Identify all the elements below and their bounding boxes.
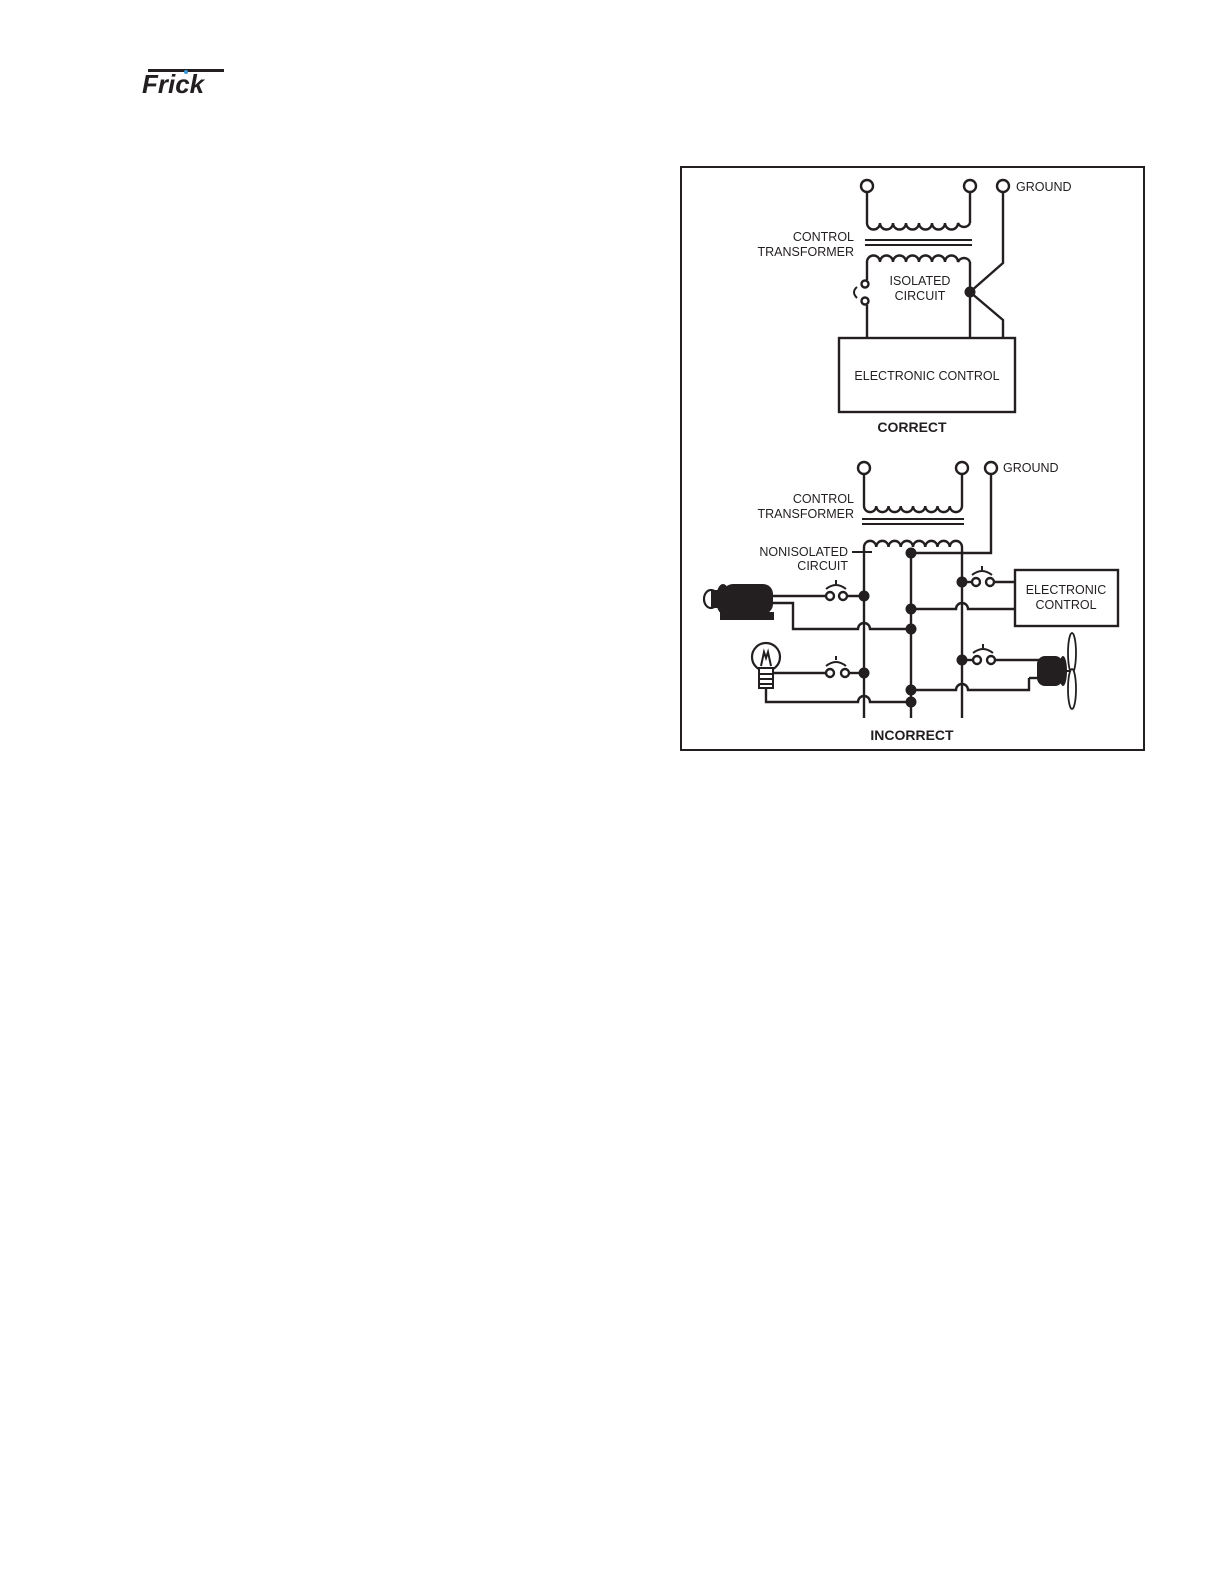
terminal-icon: [861, 180, 873, 192]
circuit-label-line1: NONISOLATED: [759, 545, 848, 559]
junction-dot: [859, 591, 870, 602]
logo-text: Frick: [142, 69, 206, 99]
electronic-control-label-line2: CONTROL: [1035, 598, 1096, 612]
logo-dot: [184, 70, 188, 74]
junction-dot: [906, 548, 917, 559]
junction-dot: [906, 697, 917, 708]
transformer-label-line2: TRANSFORMER: [757, 245, 854, 259]
circuit-label-line2: CIRCUIT: [895, 289, 946, 303]
ground-label: GROUND: [1003, 461, 1059, 475]
frick-logo-mark: Frick: [140, 64, 230, 100]
circuit-label-line1: ISOLATED: [890, 274, 951, 288]
electronic-control-label: ELECTRONIC CONTROL: [854, 369, 999, 383]
terminal-icon: [858, 462, 870, 474]
transformer-label-line2: TRANSFORMER: [757, 507, 854, 521]
transformer-label-line1: CONTROL: [793, 230, 854, 244]
incorrect-caption: INCORRECT: [870, 727, 954, 743]
terminal-icon: [964, 180, 976, 192]
terminal-icon: [956, 462, 968, 474]
electronic-control-label-line1: ELECTRONIC: [1026, 583, 1107, 597]
ground-terminal-icon: [985, 462, 997, 474]
ground-terminal-icon: [997, 180, 1009, 192]
ground-label: GROUND: [1016, 180, 1072, 194]
junction-dot: [859, 668, 870, 679]
wiring-diagram: GROUND CONTROL TRANSFORMER ISOLATED CIRC…: [680, 166, 1145, 751]
circuit-label-line2: CIRCUIT: [797, 559, 848, 573]
transformer-label-line1: CONTROL: [793, 492, 854, 506]
correct-caption: CORRECT: [877, 419, 947, 435]
frick-logo: Frick: [140, 64, 230, 100]
junction-dot: [906, 624, 917, 635]
wiring-figure: GROUND CONTROL TRANSFORMER ISOLATED CIRC…: [680, 166, 1145, 751]
